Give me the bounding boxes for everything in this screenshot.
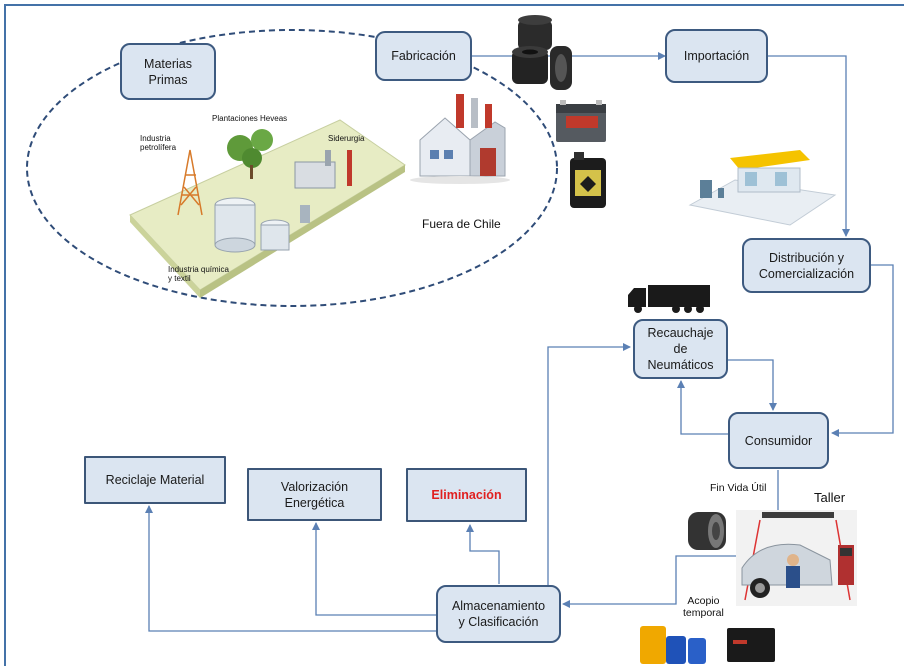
truck-icon [628,285,710,313]
node-reciclaje: Reciclaje Material [84,456,226,504]
arrow-almacenamiento-valorizacion [312,522,436,616]
node-recauchaje: Recauchaje de Neumáticos [633,319,728,379]
arrow-almacenamiento-eliminacion [466,524,500,584]
node-consumidor: Consumidor [728,412,829,469]
eliminacion-text: Eliminación [431,488,502,502]
node-fabricacion: Fabricación [375,31,472,81]
factory-icon [410,94,510,184]
arrow-distribucion-consumidor [831,264,894,437]
industrial-landscape-icon [129,119,406,298]
industria-quimica-label: Industria química y textil [168,265,229,283]
diagram-frame [4,4,904,666]
tires-icon [512,15,572,90]
drums-icon [640,626,775,664]
arrow-almacenamiento-recauchaje [547,343,631,585]
arrow-almacenamiento-reciclaje [145,505,436,632]
outside-chile-boundary [26,29,558,307]
acopio-temporal-label: Acopio temporal [683,595,724,619]
fuera-de-chile-label: Fuera de Chile [422,217,501,231]
car-battery-icon [556,100,606,142]
shop-icon [688,150,837,226]
node-eliminacion: Eliminación [406,468,527,522]
oil-can-icon [570,152,606,208]
node-valorizacion: Valorización Energética [247,468,382,521]
industria-petrolifera-label: Industria petrolífera [140,134,177,152]
tire-icon [688,512,726,550]
arrow-recauchaje-consumidor [728,359,777,411]
mechanic-icon [736,510,857,606]
arrow-consumidor-recauchaje [677,380,728,435]
arrow-importacion-distribucion [768,55,850,237]
fin-vida-util-label: Fin Vida Útil [710,482,767,494]
plantaciones-label: Plantaciones Heveas [212,114,288,123]
arrow-taller-almacenamiento [562,555,736,608]
node-distribucion: Distribución y Comercialización [742,238,871,293]
taller-label: Taller [814,490,846,505]
node-almacenamiento: Almacenamiento y Clasificación [436,585,561,643]
siderurgia-label: Siderurgia [328,134,365,143]
node-importacion: Importación [665,29,768,83]
node-materias-primas: Materias Primas [120,43,216,100]
